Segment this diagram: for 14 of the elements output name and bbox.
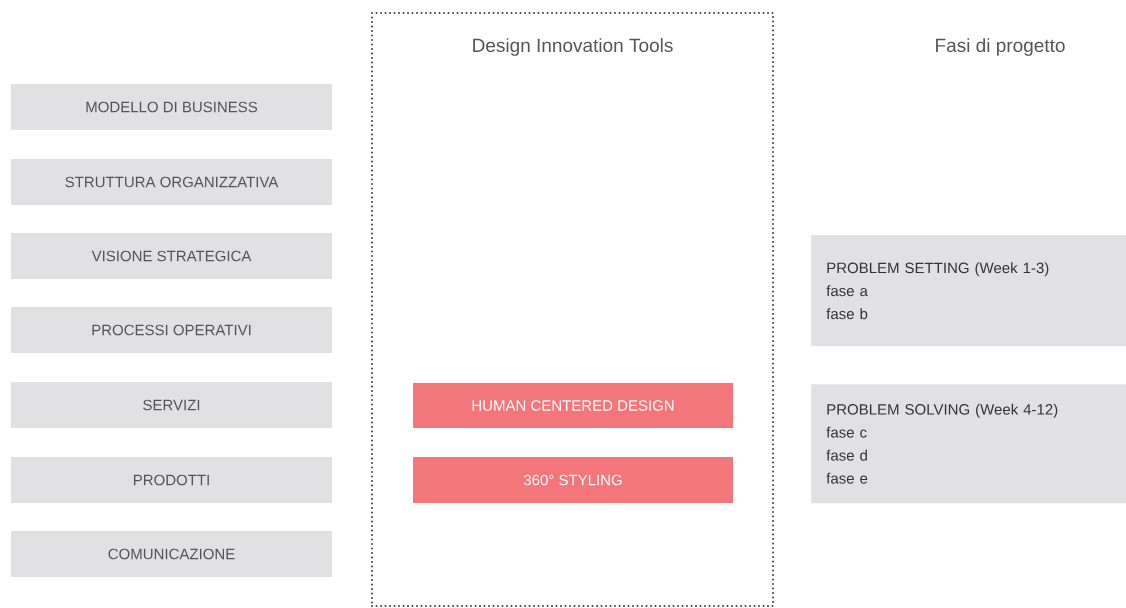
column-heading: Fasi di progetto: [936, 38, 1065, 56]
category-box: PRODOTTI: [11, 457, 332, 503]
category-box: MODELLO DI BUSINESS: [11, 84, 332, 130]
phase-box: PROBLEM SETTING (Week 1-3) fase a fase b: [811, 235, 1126, 347]
dotted-frame: [371, 12, 774, 607]
column-heading: Design Innovation Tools: [473, 38, 673, 56]
category-box: VISIONE STRATEGICA: [11, 233, 332, 279]
category-box: STRUTTURA ORGANIZZATIVA: [11, 159, 332, 205]
category-box: PROCESSI OPERATIVI: [11, 307, 332, 353]
category-box: COMUNICAZIONE: [11, 531, 332, 577]
tool-box: 360° STYLING: [413, 457, 733, 503]
tool-box: HUMAN CENTERED DESIGN: [413, 383, 733, 428]
category-box: SERVIZI: [11, 382, 332, 428]
phase-box: PROBLEM SOLVING (Week 4-12) fase c fase d fase e: [811, 384, 1126, 504]
